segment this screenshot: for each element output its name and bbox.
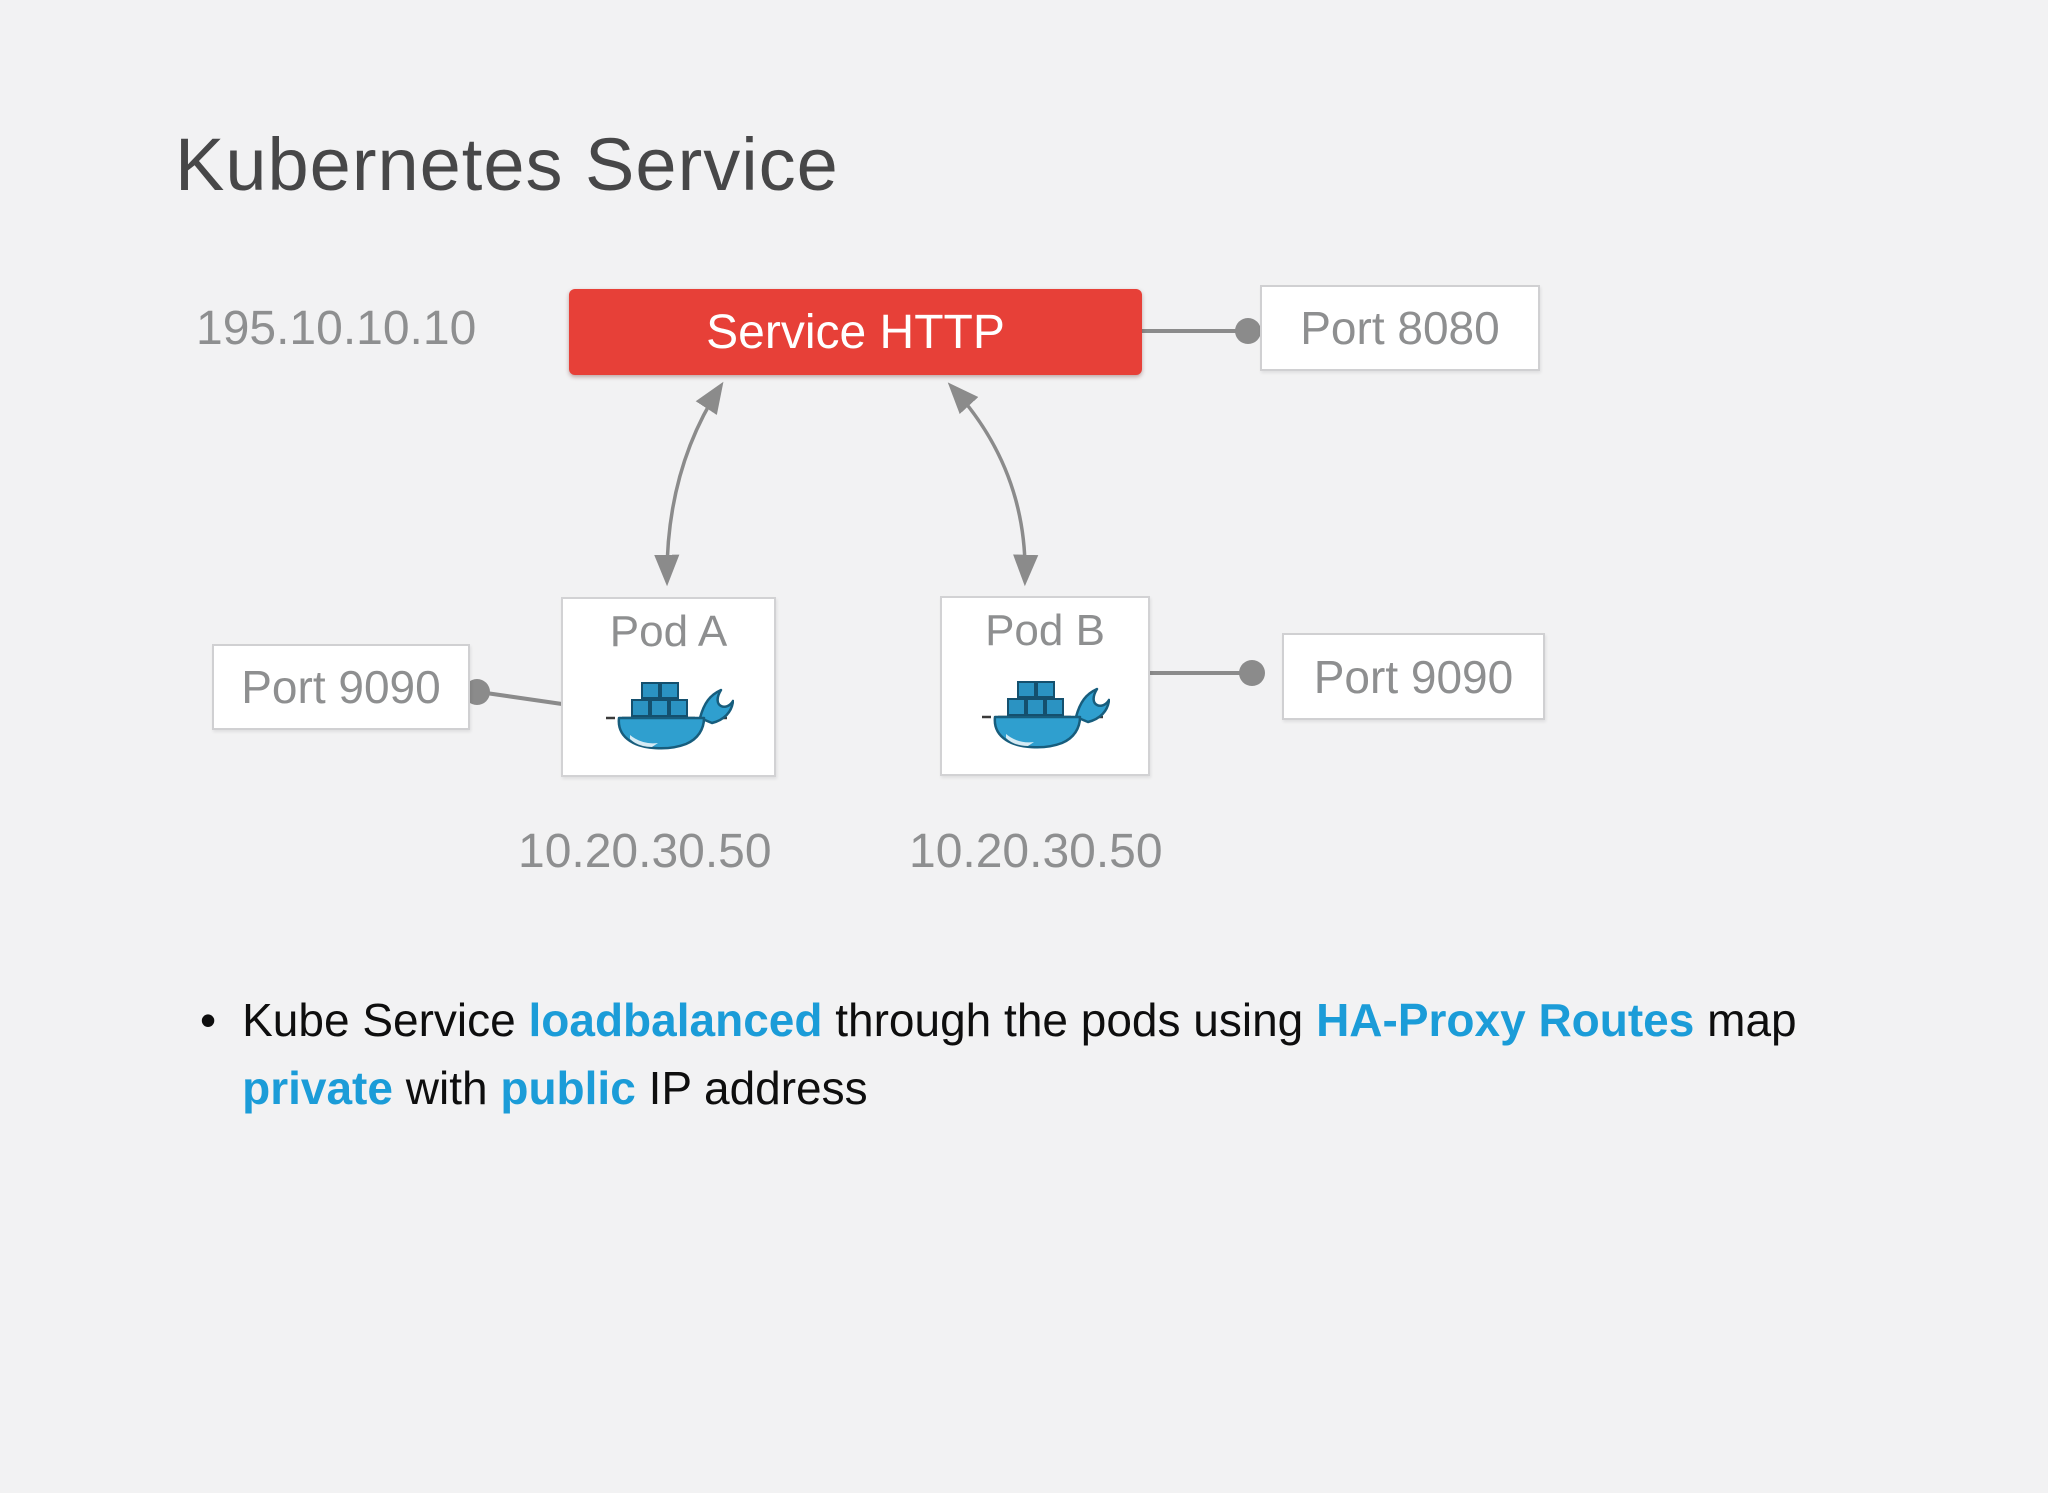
port-9090-left-label: Port 9090 [241,661,441,713]
connector-podB-port9090 [1150,660,1265,686]
pod-a-label: Pod A [609,607,728,656]
connector-port9090-podA [464,679,563,706]
service-http-label: Service HTTP [706,305,1005,359]
arrow-service-podB [947,382,1039,587]
pod-b-ip-label: 10.20.30.50 [909,825,1163,878]
pod-a-box: Pod A [561,597,776,777]
port-9090-right-label: Port 9090 [1313,650,1514,703]
pod-a-ip-label: 10.20.30.50 [518,825,772,878]
pod-b-label: Pod B [985,606,1105,655]
bullet-marker: • [200,994,217,1046]
docker-whale-icon [604,681,734,750]
service-http-box: Service HTTP [569,289,1142,375]
port-8080-box: Port 8080 [1260,285,1540,371]
bullet-text: Kube Service loadbalanced through the po… [242,994,1797,1114]
page-title: Kubernetes Service [175,123,839,206]
port-9090-left-box: Port 9090 [212,644,470,730]
service-public-ip-label: 195.10.10.10 [196,302,477,355]
port-9090-right-box: Port 9090 [1282,633,1545,720]
bullet-list: • Kube Service loadbalanced through the … [200,986,1960,1122]
docker-whale-icon [980,680,1110,749]
pod-b-box: Pod B [940,596,1150,776]
port-8080-label: Port 8080 [1300,302,1500,354]
connector-service-port8080 [1142,318,1261,344]
arrow-service-podA [654,381,724,587]
